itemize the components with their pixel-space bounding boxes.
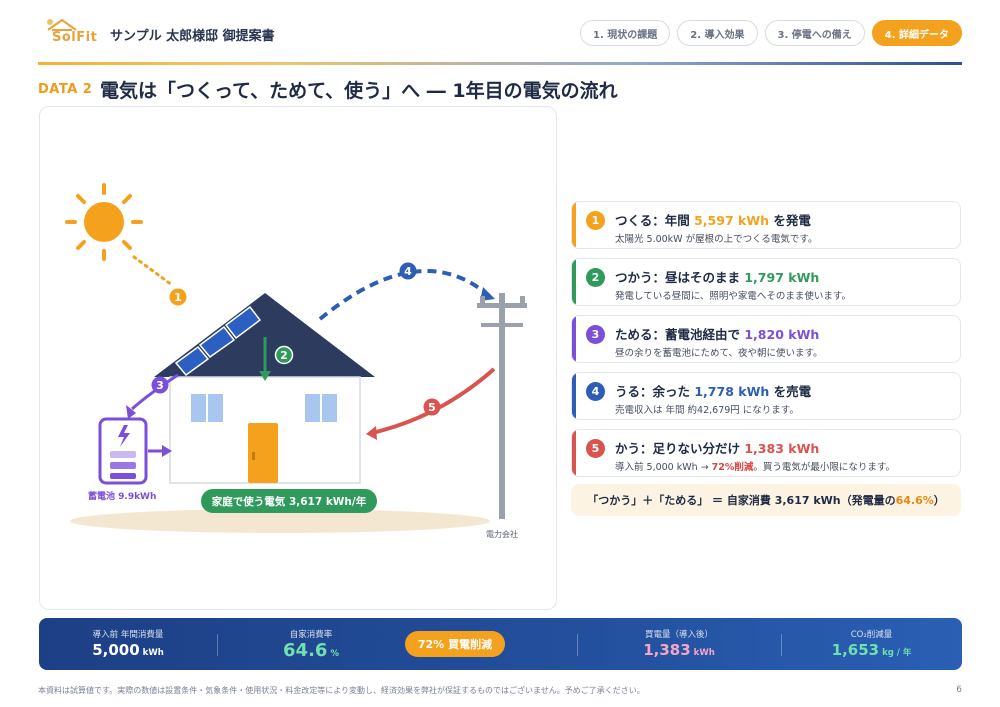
svg-text:5: 5 [428, 401, 436, 414]
tab-detail-data[interactable]: 4. 詳細データ [871, 20, 962, 46]
svg-text:3: 3 [156, 379, 164, 392]
disclaimer-footnote: 本資料は試算値です。実際の数値は設置条件・気象条件・使用状況・料金改定等により変… [38, 686, 645, 695]
purchase-reduction-pill: 72% 買電削減 [405, 631, 505, 657]
logo-house-icon [47, 18, 77, 31]
step-list: 1 つくる：年間 5,597 kWh を発電 太陽光 5.00kW が屋根の上で… [571, 201, 961, 486]
step-title: うる：余った 1,778 kWh を売電 [615, 384, 812, 399]
home-usage-badge: 家庭で使う電気 3,617 kWh/年 [201, 489, 377, 513]
step-description: 導入前 5,000 kWh → 72%削減。買う電気が最小限になります。 [615, 462, 895, 473]
page-number: 6 [956, 685, 962, 695]
utility-pole-icon [477, 293, 527, 519]
step-accent-bar [572, 316, 576, 362]
step-description: 昼の余りを蓄電池にためて、夜や朝に使います。 [615, 348, 823, 359]
section-tabs: 1. 現状の課題 2. 導入効果 3. 停電への備え 4. 詳細データ [580, 20, 962, 46]
step-value: 5,597 kWh [694, 213, 769, 228]
header-divider [38, 62, 962, 65]
tab-current-issues[interactable]: 1. 現状の課題 [580, 20, 671, 46]
step-description: 太陽光 5.00kW が屋根の上でつくる電気です。 [615, 234, 818, 245]
tab-effects[interactable]: 2. 導入効果 [677, 20, 758, 46]
stat-divider [781, 634, 782, 656]
step-number: 1 [586, 211, 605, 230]
step-card-generate: 1 つくる：年間 5,597 kWh を発電 太陽光 5.00kW が屋根の上で… [571, 201, 961, 249]
step-description: 売電収入は 年間 約42,679円 になります。 [615, 405, 799, 416]
svg-text:2: 2 [280, 349, 288, 362]
stat-divider [577, 634, 578, 656]
step-value: 1,820 kWh [744, 327, 820, 342]
flow-4-path [318, 269, 490, 321]
logo-text: SolFit [52, 30, 98, 45]
step-title: つかう：昼はそのまま 1,797 kWh [615, 270, 820, 285]
step-value: 1,797 kWh [744, 270, 820, 285]
flow-1-path [132, 255, 174, 287]
step-accent-bar [572, 430, 576, 476]
step-card-use: 2 つかう：昼はそのまま 1,797 kWh 発電している昼間に、照明や家電へそ… [571, 258, 961, 306]
marker-5: 5 [423, 398, 441, 416]
marker-2: 2 [274, 345, 294, 365]
step-number: 2 [586, 268, 605, 287]
battery-label: 蓄電池 9.9kWh [88, 490, 156, 502]
step-accent-bar [572, 202, 576, 248]
document-title: サンプル 太郎様邸 御提案書 [110, 29, 275, 44]
section-tag: DATA 2 [38, 82, 93, 97]
svg-text:4: 4 [404, 265, 412, 278]
marker-4: 4 [399, 262, 417, 280]
step-card-buy: 5 かう：足りない分だけ 1,383 kWh 導入前 5,000 kWh → 7… [571, 429, 961, 477]
step-value: 1,778 kWh [694, 384, 770, 399]
battery-icon [98, 417, 148, 485]
header: SolFit サンプル 太郎様邸 御提案書 1. 現状の課題 2. 導入効果 3… [0, 0, 1000, 65]
svg-text:1: 1 [174, 291, 182, 304]
step-title: かう：足りない分だけ 1,383 kWh [615, 441, 820, 456]
self-consumption-summary: 「つかう」＋「ためる」 ＝ 自家消費 3,617 kWh（発電量の 64.6%） [571, 484, 961, 516]
page-title: 電気は「つくって、ためて、使う」へ ― 1年目の電気の流れ [100, 80, 618, 102]
energy-flow-diagram: 1 2 3 4 5 蓄電池 9.9kWh 家庭で使う電気 3,617 kWh/年… [39, 106, 557, 610]
step-accent-bar [572, 259, 576, 305]
tab-outage-prep[interactable]: 3. 停電への備え [764, 20, 865, 46]
step-accent-bar [572, 373, 576, 419]
house-icon [169, 376, 361, 484]
step-title: つくる：年間 5,597 kWh を発電 [615, 213, 811, 228]
step-title: ためる：蓄電池経由で 1,820 kWh [615, 327, 820, 342]
marker-3: 3 [151, 376, 169, 394]
flow-3-path [131, 373, 179, 411]
ground-shadow [70, 509, 490, 533]
stat-self-consumption-rate: 自家消費率 64.6% [283, 630, 339, 661]
sun-icon [65, 183, 143, 261]
step-number: 5 [586, 439, 605, 458]
solar-panel-icon [174, 305, 262, 377]
utility-label: 電力会社 [486, 529, 518, 539]
marker-1: 1 [169, 288, 187, 306]
step-value: 1,383 kWh [744, 441, 820, 456]
step-card-store: 3 ためる：蓄電池経由で 1,820 kWh 昼の余りを蓄電池にためて、夜や朝に… [571, 315, 961, 363]
step-number: 3 [586, 325, 605, 344]
step-card-sell: 4 うる：余った 1,778 kWh を売電 売電収入は 年間 約42,679円… [571, 372, 961, 420]
svg-text:家庭で使う電気 3,617 kWh/年: 家庭で使う電気 3,617 kWh/年 [212, 495, 367, 508]
stat-divider [217, 634, 218, 656]
step-description: 発電している昼間に、照明や家電へそのまま使います。 [615, 291, 851, 302]
step-number: 4 [586, 382, 605, 401]
